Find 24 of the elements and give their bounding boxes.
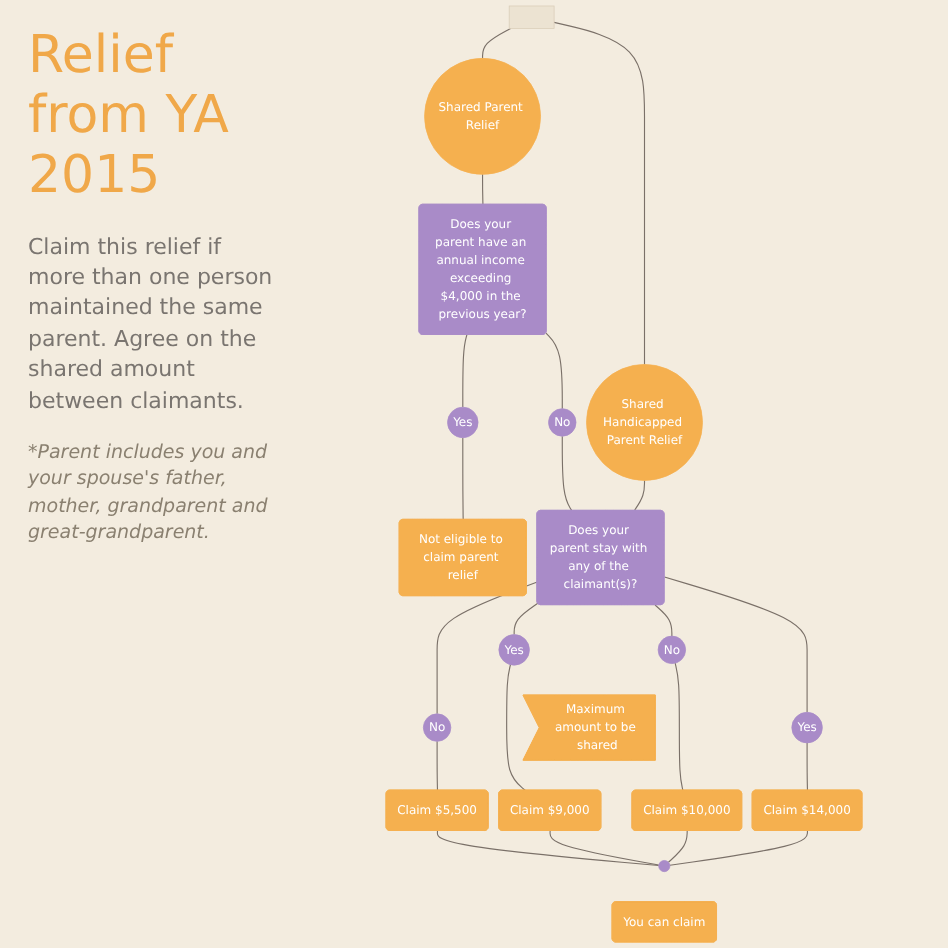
connector bbox=[561, 435, 573, 512]
connector bbox=[806, 742, 808, 792]
connector bbox=[549, 830, 660, 866]
connector bbox=[674, 662, 684, 792]
node-circle bbox=[658, 860, 671, 873]
connector bbox=[545, 332, 563, 410]
connector bbox=[482, 173, 484, 206]
connector bbox=[506, 664, 526, 792]
footnote-text: *Parent includes you and your spouse's father, mother, grandparent and great-grandparent. bbox=[28, 440, 270, 547]
connector bbox=[663, 576, 808, 713]
connector bbox=[436, 830, 660, 867]
description-text: Claim this relief if more than one person maintained the same parent. Agree on the shared amount between claimants. bbox=[28, 231, 275, 417]
node-box bbox=[508, 5, 555, 29]
connector bbox=[633, 479, 646, 512]
connector bbox=[482, 27, 512, 59]
connector bbox=[462, 334, 468, 408]
connector bbox=[553, 21, 646, 365]
connector bbox=[462, 437, 464, 521]
connector bbox=[436, 740, 439, 792]
connector bbox=[513, 602, 539, 636]
connector bbox=[669, 830, 808, 866]
connector bbox=[654, 604, 673, 637]
title: Relief from YA 2015 bbox=[28, 28, 231, 208]
connector bbox=[667, 830, 688, 863]
